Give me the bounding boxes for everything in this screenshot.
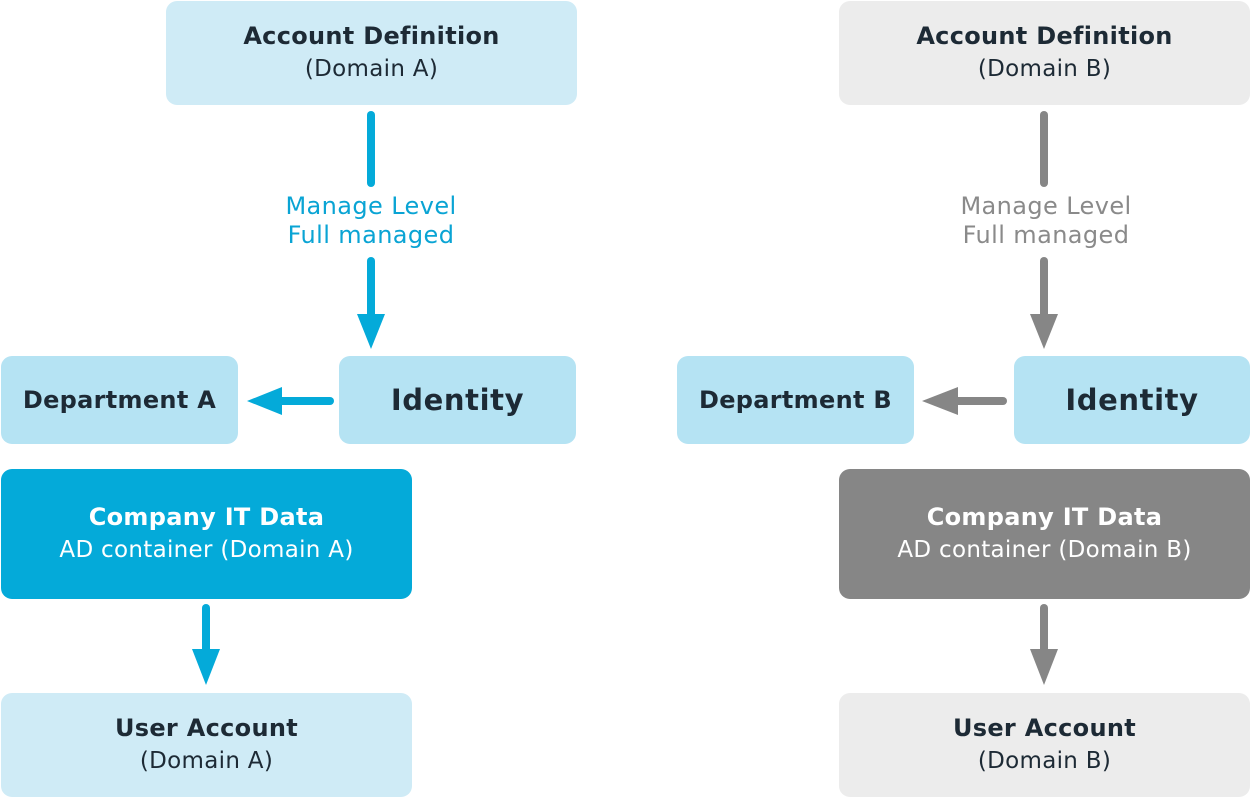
manage-level-b-line2: Full managed — [962, 221, 1130, 249]
account-definition-a-box: Account Definition (Domain A) — [166, 1, 577, 105]
department-b-label: Department B — [699, 385, 892, 414]
company-it-data-a-title: Company IT Data — [88, 503, 325, 531]
account-definition-b-title: Account Definition — [916, 22, 1173, 50]
company-it-data-b-box: Company IT Data AD container (Domain B) — [839, 469, 1250, 599]
company-it-data-b-subtitle: AD container (Domain B) — [897, 537, 1192, 563]
manage-level-label-a: Manage Level Full managed — [241, 192, 501, 250]
manage-level-a-line2: Full managed — [287, 221, 455, 249]
user-account-b-box: User Account (Domain B) — [839, 693, 1250, 797]
account-definition-b-box: Account Definition (Domain B) — [839, 1, 1250, 105]
account-definition-a-title: Account Definition — [243, 22, 500, 50]
company-it-data-a-subtitle: AD container (Domain A) — [59, 537, 354, 563]
arrow-identity-to-department-a — [247, 387, 334, 415]
account-definition-b-subtitle: (Domain B) — [977, 56, 1112, 82]
department-a-label: Department A — [22, 385, 217, 414]
manage-level-label-b: Manage Level Full managed — [916, 192, 1176, 250]
department-a-box: Department A — [1, 356, 238, 444]
manage-level-b-line1: Manage Level — [960, 192, 1132, 220]
arrow-identity-to-department-b — [922, 387, 1007, 415]
user-account-b-subtitle: (Domain B) — [977, 748, 1112, 774]
company-it-data-b-title: Company IT Data — [926, 503, 1163, 531]
department-b-box: Department B — [677, 356, 914, 444]
user-account-a-box: User Account (Domain A) — [1, 693, 412, 797]
arrow-company-to-user-a — [192, 604, 220, 685]
user-account-a-subtitle: (Domain A) — [139, 748, 274, 774]
identity-b-label: Identity — [1065, 382, 1199, 417]
company-it-data-a-box: Company IT Data AD container (Domain A) — [1, 469, 412, 599]
user-account-a-title: User Account — [114, 714, 298, 742]
identity-b-box: Identity — [1014, 356, 1250, 444]
identity-a-box: Identity — [339, 356, 576, 444]
user-account-b-title: User Account — [952, 714, 1136, 742]
account-definition-a-subtitle: (Domain A) — [304, 56, 439, 82]
identity-a-label: Identity — [390, 382, 525, 417]
manage-level-a-line1: Manage Level — [285, 192, 457, 220]
arrow-company-to-user-b — [1030, 604, 1058, 685]
